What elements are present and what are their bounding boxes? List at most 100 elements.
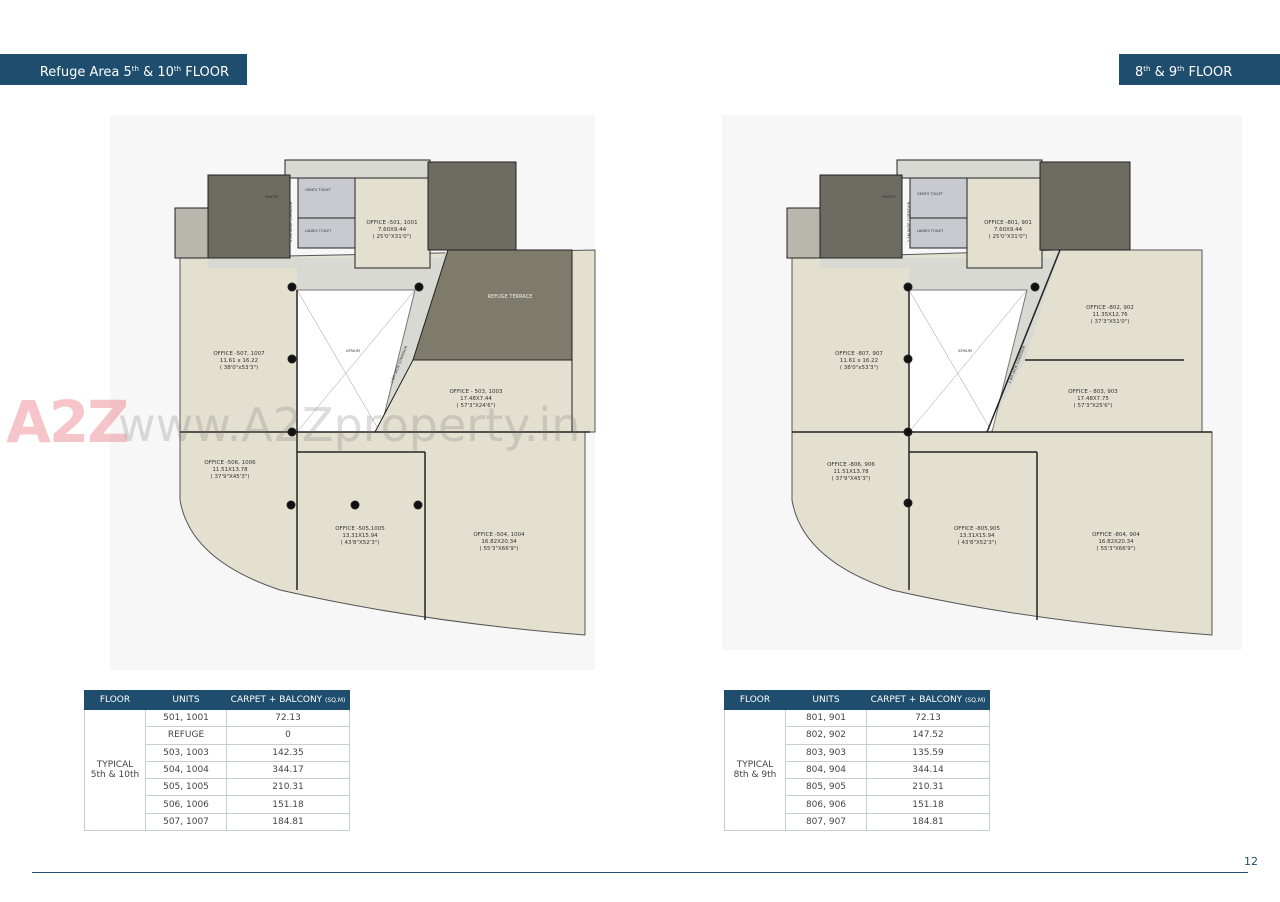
unit-cell: 805, 905 — [785, 778, 867, 797]
header-text: & 9 — [1150, 65, 1178, 80]
area-cell: 344.17 — [226, 760, 350, 780]
unit-size-ft: ( 37'9"X45'3") — [832, 476, 871, 482]
area-cell: 142.35 — [226, 743, 350, 762]
unit-size: 11.61 x 16.22 — [220, 358, 258, 364]
col-area-label: CARPET + BALCONY — [870, 695, 963, 705]
unit-size-ft: ( 57'3"X25'6") — [1074, 403, 1113, 409]
col-units: UNITS — [785, 690, 867, 710]
col-units: UNITS — [145, 690, 227, 710]
area-cell: 184.81 — [226, 812, 350, 832]
unit-cell: 505, 1005 — [145, 778, 227, 797]
unit-cell: 804, 904 — [785, 760, 867, 780]
atrium-cross — [296, 289, 381, 433]
unit-cell: 506, 1006 — [145, 795, 227, 814]
plan-shapes — [722, 115, 1242, 650]
area-cell: 147.52 — [866, 726, 990, 745]
atrium-cross — [908, 289, 993, 433]
lift-core-right — [427, 161, 517, 251]
lift-core-right — [1039, 161, 1131, 251]
watermark-logo: A2Z — [6, 388, 129, 456]
top-strip — [896, 159, 1043, 179]
refuge-terrace-label: REFUGE TERRACE — [488, 294, 533, 300]
watermark-url: www.A2Zproperty.in — [118, 398, 581, 452]
col-area-unit: (SQ.M) — [965, 697, 986, 704]
unit-size-ft: ( 55'3"X66'9") — [480, 546, 519, 552]
unit-size-ft: ( 43'8"X52'3") — [958, 540, 997, 546]
unit-size: 17.48X7.75 — [1077, 396, 1109, 402]
header-text: FLOOR — [1184, 65, 1233, 80]
header-sup: th — [173, 65, 182, 73]
col-area-unit: (SQ.M) — [325, 697, 346, 704]
toilets — [909, 177, 968, 249]
col-floor: FLOOR — [724, 690, 786, 710]
header-text: Refuge Area 5 — [39, 65, 132, 80]
floor-range: 8th & 9th — [733, 770, 777, 781]
unit-size: 13.31X15.94 — [342, 533, 378, 539]
office-501-area — [354, 177, 431, 269]
atrium-cross — [296, 289, 416, 433]
unit-size: 11.61 x 16.22 — [840, 358, 878, 364]
unit-size: 16.82X20.34 — [481, 539, 517, 545]
floor-range: 5th & 10th — [90, 770, 140, 781]
unit-cell: REFUGE — [145, 726, 227, 745]
area-cell: 151.18 — [226, 795, 350, 814]
stair-stub — [786, 207, 821, 259]
toilets — [297, 177, 356, 249]
col-area-label: CARPET + BALCONY — [230, 695, 323, 705]
area-cell: 210.31 — [226, 778, 350, 797]
header-text: & 10 — [138, 65, 174, 80]
unit-cell: 501, 1001 — [145, 708, 227, 728]
ladies-toilet-label: LADIES TOILET — [917, 229, 944, 233]
ladies-toilet-label: LADIES TOILET — [305, 229, 332, 233]
area-cell: 72.13 — [866, 708, 990, 728]
unit-cell: 803, 903 — [785, 743, 867, 762]
unit-name: OFFICE -507, 1007 — [213, 351, 265, 357]
header-sup: th — [1177, 65, 1185, 73]
unit-name: OFFICE -506, 1006 — [204, 460, 256, 466]
unit-name: OFFICE - 803, 903 — [1068, 389, 1118, 395]
area-table-5-10: FLOOR UNITS CARPET + BALCONY (SQ.M) TYPI… — [84, 690, 350, 832]
unit-name: OFFICE -804, 904 — [1092, 532, 1140, 538]
unit-cell: 802, 902 — [785, 726, 867, 745]
unit-size-ft: ( 55'3"X66'9") — [1097, 546, 1136, 552]
area-cell: 184.81 — [866, 812, 990, 832]
area-cell: 210.31 — [866, 778, 990, 797]
atrium-label: ATRIUM — [346, 349, 360, 353]
header-text: 8 — [1135, 65, 1144, 80]
unit-cell: 503, 1003 — [145, 743, 227, 762]
unit-name: OFFICE -807, 907 — [835, 351, 883, 357]
unit-name: OFFICE -501, 1001 — [366, 220, 417, 226]
unit-name: OFFICE -806, 906 — [827, 462, 875, 468]
unit-size-ft: ( 37'9"X45'3") — [211, 474, 250, 480]
pantry-label: PANTRY — [882, 195, 897, 199]
lift-core-left — [819, 174, 903, 259]
page-number: 12 — [1244, 855, 1258, 868]
unit-size-ft: ( 25'0"X31'0") — [373, 234, 412, 240]
floor-typical: TYPICAL — [736, 760, 774, 771]
area-cell: 344.14 — [866, 760, 990, 780]
lift-core-left — [207, 174, 291, 259]
unit-name: OFFICE -805,905 — [954, 526, 1001, 532]
atrium-label: ATRIUM — [958, 349, 972, 353]
unit-size: 11.51X13.78 — [833, 469, 869, 475]
